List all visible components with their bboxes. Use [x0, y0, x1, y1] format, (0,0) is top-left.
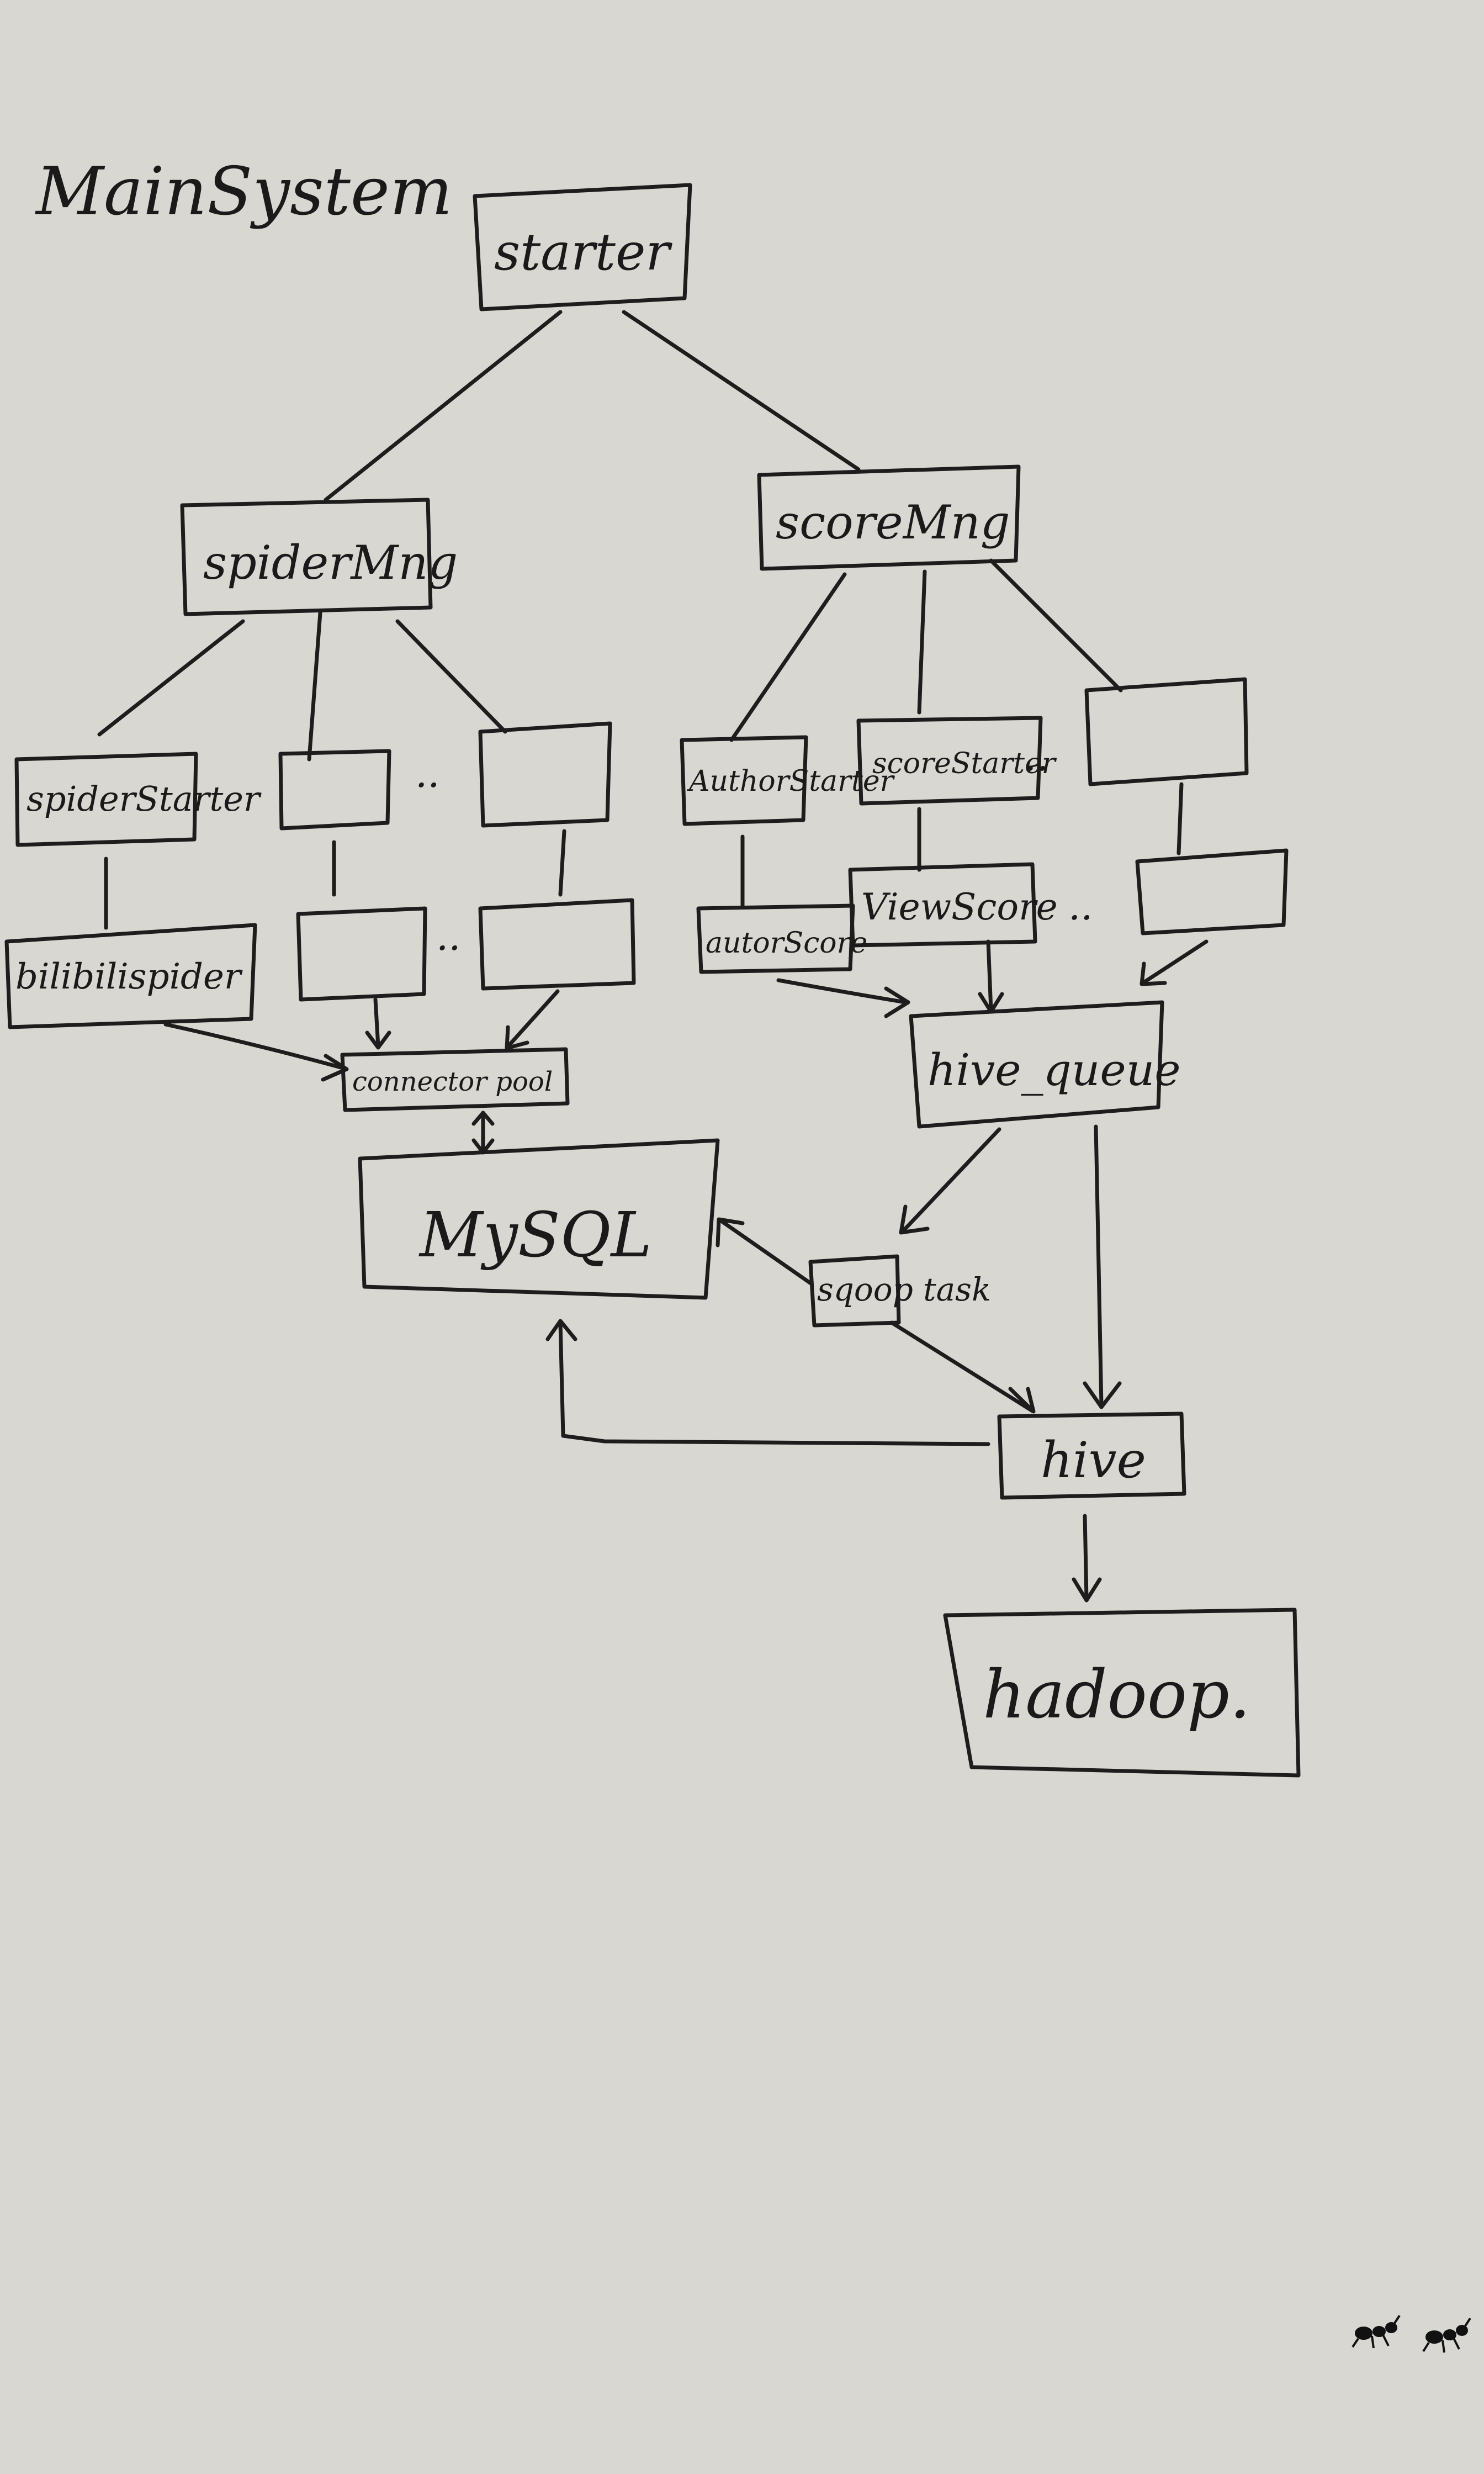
arrowhead-connector-up: [471, 1111, 495, 1126]
box-hive: [997, 1412, 1186, 1500]
node-hadoop: hadoop.: [983, 1657, 1250, 1733]
box-scorestarter: [856, 716, 1043, 806]
edge-scoremng-scorestarter: [917, 569, 927, 715]
box-spidermng: [180, 498, 433, 616]
edge-child2-connector: [373, 997, 380, 1049]
edges: [97, 310, 1209, 1603]
node-hivequeue: hive_queue: [928, 1044, 1181, 1096]
arrowhead-bilibili-connector: [321, 1054, 349, 1082]
arrowhead-hive-hadoop: [1072, 1577, 1102, 1603]
edge-hive-mysql: [558, 1320, 990, 1446]
ant-icon: [1422, 2317, 1471, 2353]
box-spiderstarter: [14, 752, 198, 847]
box-authorscore: [696, 903, 855, 974]
ellipsis-spider-row1: ..: [415, 751, 440, 796]
edge-sqoop-hive: [889, 1320, 1035, 1413]
edge-viewscore-hivequeue: [986, 939, 993, 1013]
edge-starter-scoremng: [622, 310, 861, 472]
box-bilibilispider: [4, 923, 257, 1029]
edge-hivequeue-sqoop: [900, 1127, 1001, 1234]
node-viewscore: ViewScore: [861, 886, 1058, 928]
node-connectorpool: connector pool: [352, 1066, 553, 1097]
node-sqooptask: sqoop task: [817, 1271, 991, 1308]
arrowhead-sqoop-mysql: [716, 1217, 745, 1247]
node-authorscore: autorScore: [706, 927, 867, 960]
arrowhead-hive-mysql: [545, 1319, 577, 1341]
edge-hive-hadoop: [1083, 1514, 1089, 1601]
edge-child3-connector: [506, 989, 560, 1049]
ant-icon: [1352, 2314, 1401, 2349]
box-authorstarter: [680, 735, 808, 826]
node-spiderstarter: spiderStarter: [26, 779, 262, 819]
arrowhead-sqoop-hive: [1008, 1387, 1036, 1414]
arrowhead-hivequeue-hive: [1083, 1381, 1122, 1409]
edge-spidermng-spiderstarter: [97, 619, 245, 737]
box-starter: [473, 183, 692, 311]
arrowhead-child3-hivequeue: [1140, 961, 1167, 986]
box-mysql: [358, 1138, 720, 1300]
box-scoremng: [757, 464, 1021, 571]
node-hive: hive: [1041, 1431, 1146, 1489]
box-spider-child3: [478, 898, 636, 991]
node-scorestarter: scoreStarter: [872, 747, 1057, 780]
arrowhead-child3-connector: [505, 1025, 529, 1050]
node-scoremng: scoreMng: [776, 495, 1010, 549]
ellipsis-score-row1: ..: [1024, 734, 1049, 780]
box-score-child3: [1135, 848, 1289, 935]
node-authorstarter: AuthorStarter: [687, 765, 895, 798]
edge-hivequeue-hive: [1094, 1124, 1104, 1408]
box-spider-child2: [296, 906, 427, 1002]
edge-scoremng-author: [729, 572, 847, 742]
edge-starter-spidermng: [324, 310, 563, 502]
ellipsis-score-row2: ..: [1068, 884, 1093, 929]
arrowhead-child2-connector: [365, 1030, 391, 1050]
box-spider-slot3: [478, 721, 612, 828]
box-viewscore: [848, 862, 1037, 948]
edge-scoremng-slot3: [989, 558, 1123, 692]
edge-sqoop-mysql: [718, 1218, 814, 1286]
ellipsis-spider-row2: ..: [436, 914, 461, 959]
edge-slot3-child3: [558, 829, 566, 897]
node-mysql: MySQL: [418, 1199, 652, 1271]
box-sqoop: [808, 1254, 901, 1328]
node-boxes: [4, 183, 1301, 1778]
arrowhead-authorscore-hivequeue: [884, 986, 910, 1018]
box-hadoop: [943, 1608, 1301, 1778]
box-hivequeue: [909, 1000, 1164, 1129]
edge-child3-hivequeue: [1141, 939, 1209, 985]
edge-bilibili-connector: [163, 1022, 347, 1071]
ant-doodle-icons: [1352, 2314, 1471, 2353]
box-spider-slot2: [278, 749, 391, 831]
edge-authorscore-hivequeue: [776, 978, 908, 1005]
edge-spidermng-slot3: [395, 619, 507, 734]
edge-spidermng-slot2: [307, 611, 322, 762]
node-bilibilispider: bilibilispider: [15, 956, 243, 997]
arrowhead-hivequeue-sqoop: [899, 1204, 930, 1235]
box-connectorpool: [340, 1047, 570, 1112]
node-starter: starter: [494, 223, 672, 282]
edge-slot3-child3-score: [1176, 782, 1184, 855]
diagram-title: MainSystem: [35, 154, 453, 230]
box-score-slot3: [1084, 677, 1249, 786]
node-spidermng: spiderMng: [203, 536, 458, 590]
